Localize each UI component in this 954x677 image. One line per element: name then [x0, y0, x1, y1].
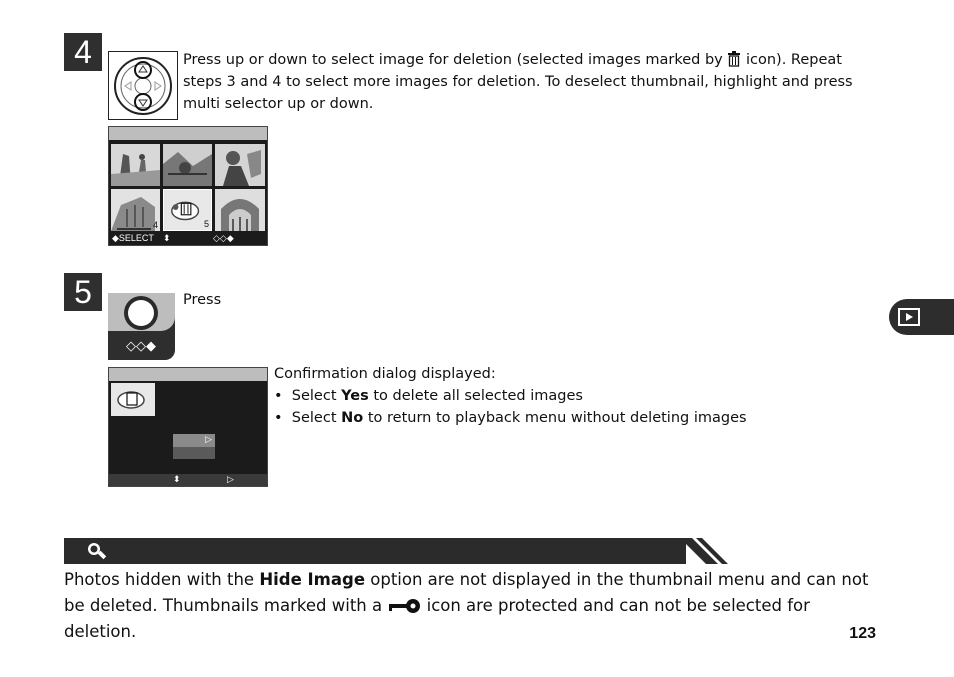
playback-icon [898, 308, 920, 326]
confirm-text-block: Confirmation dialog displayed: • Select … [274, 363, 834, 429]
screen-header [109, 127, 267, 140]
confirm-title: Confirmation dialog displayed: [274, 366, 496, 382]
no-label: No [341, 410, 364, 426]
step-4-text: Press up or down to select image for del… [183, 51, 853, 112]
confirm-screen-header [109, 368, 267, 381]
yes-arrow-icon: ▷ [205, 434, 212, 444]
multi-selector-box [108, 51, 178, 120]
tip-bar-slash-decoration [680, 538, 728, 564]
delete-symbol-icon: ◇◇◆ [126, 339, 156, 354]
press-text: Press [183, 292, 222, 308]
bullet-yes: • Select Yes to delete all selected imag… [274, 388, 583, 404]
thumbnail-1[interactable] [111, 144, 160, 186]
step-4-number: 4 [64, 33, 102, 71]
footer-updown-icon: ⬍ [163, 233, 171, 243]
screen-footer: ◆SELECT ⬍ ◇◇◆ [109, 233, 267, 245]
yes-label: Yes [341, 388, 369, 404]
step-5-number: 5 [64, 273, 102, 311]
thumbnail-2[interactable] [163, 144, 212, 186]
thumbnail-3[interactable] [215, 144, 265, 186]
hide-image-label: Hide Image [259, 570, 366, 589]
key-icon [389, 599, 421, 613]
page-number: 123 [849, 625, 876, 642]
thumbnail-4[interactable]: 4 [111, 189, 160, 231]
thumbnail-4-number: 4 [152, 220, 158, 230]
confirm-footer-updown-icon: ⬍ [173, 474, 181, 484]
tip-header-bar [64, 538, 686, 564]
confirm-preview-thumb [111, 383, 155, 416]
confirmation-screen: ▷ ⬍ ▷ [108, 367, 268, 487]
footer-delete-icon: ◇◇◆ [213, 233, 234, 243]
thumbnail-screen: 4 5 ◆SELECT ⬍ ◇◇◆ [108, 126, 268, 246]
bullet-no: • Select No to return to playback menu w… [274, 410, 747, 426]
thumbnail-5-number: 5 [203, 219, 209, 229]
footer-select-label: ◆SELECT [112, 233, 154, 243]
shutter-button-box: ◇◇◆ [108, 293, 175, 360]
magnifier-tip-icon [88, 543, 107, 560]
confirm-footer-right-icon: ▷ [227, 474, 234, 484]
thumbnail-5-selected[interactable]: 5 [163, 189, 212, 231]
tip-text: Photos hidden with the Hide Image option… [64, 570, 869, 641]
no-option[interactable] [173, 447, 215, 459]
shutter-button-icon [124, 296, 158, 330]
trash-icon [728, 51, 741, 67]
multi-selector-icon [114, 57, 172, 115]
thumbnail-6[interactable] [215, 189, 265, 231]
yes-option[interactable]: ▷ [173, 434, 215, 447]
confirm-screen-footer: ⬍ ▷ [109, 474, 267, 486]
playback-section-tab [889, 299, 954, 335]
